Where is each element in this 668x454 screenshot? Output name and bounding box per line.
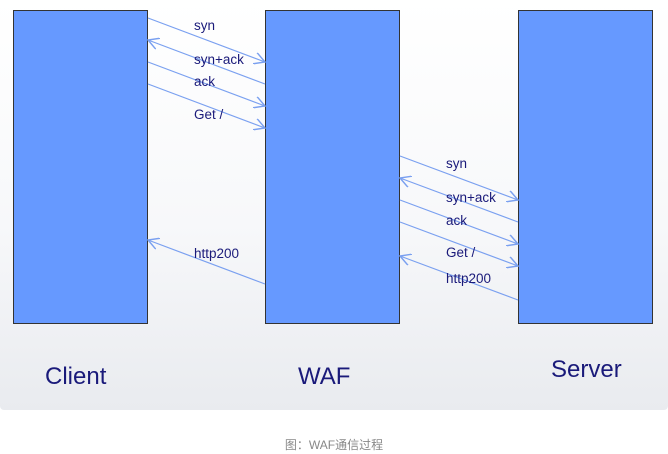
client-box: [13, 10, 148, 324]
label-get-1: Get /: [194, 107, 224, 122]
client-label: Client: [45, 363, 107, 390]
label-synack-2: syn+ack: [446, 190, 496, 205]
server-box: [518, 10, 653, 324]
arrow-ack-2: [399, 199, 518, 244]
arrow-get-2: [399, 221, 518, 266]
figure-caption: 图：WAF通信过程: [284, 438, 384, 452]
label-http200-2: http200: [446, 271, 492, 286]
label-http200-1: http200: [194, 246, 240, 261]
label-ack-1: ack: [194, 74, 216, 89]
arrow-synack-2: [400, 178, 519, 223]
arrow-syn-1: [147, 17, 265, 62]
arrow-ack-1: [147, 61, 265, 106]
arrows: [0, 17, 668, 301]
label-ack-2: ack: [446, 213, 468, 228]
waf-label: WAF: [298, 363, 351, 390]
arrow-synack-1: [148, 40, 266, 85]
arrow-http200-1: [148, 240, 266, 285]
arrow-get-1: [147, 83, 265, 128]
label-syn-1: syn: [194, 18, 216, 33]
arrow-syn-2: [399, 155, 518, 200]
label-synack-1: syn+ack: [194, 52, 244, 67]
label-get-2: Get /: [446, 245, 476, 260]
arrow-http200-2: [400, 256, 519, 301]
server-label: Server: [551, 356, 622, 383]
waf-box: [265, 10, 400, 324]
label-syn-2: syn: [446, 156, 468, 171]
